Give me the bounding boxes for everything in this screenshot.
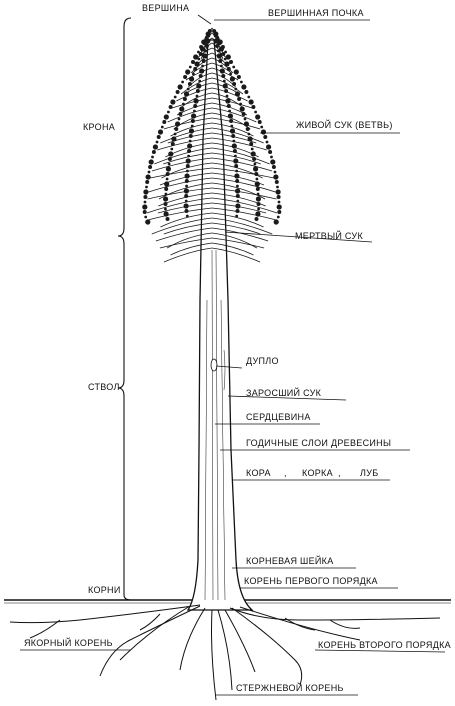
label-roots: КОРНИ (88, 585, 121, 596)
label-bark-b: КОРКА (302, 468, 333, 479)
root-system (10, 605, 440, 700)
label-crown: КРОНА (83, 122, 115, 133)
label-top: ВЕРШИНА (142, 3, 189, 14)
crown-bracket (118, 18, 131, 250)
hollow-mark (211, 359, 217, 371)
label-first-order-root: КОРЕНЬ ПЕРВОГО ПОРЯДКА (244, 576, 378, 587)
label-live-branch: ЖИВОЙ СУК (ВЕТВЬ) (296, 120, 393, 131)
label-anchor-root: ЯКОРНЫЙ КОРЕНЬ (24, 638, 113, 649)
label-growth-rings: ГОДИЧНЫЕ СЛОИ ДРЕВЕСИНЫ (246, 438, 391, 449)
comma-2: , (338, 468, 341, 479)
label-trunk: СТВОЛ (88, 382, 120, 393)
label-top-bud: ВЕРШИННАЯ ПОЧКА (268, 8, 364, 19)
label-bark-a: КОРА (246, 468, 271, 479)
label-root-collar: КОРНЕВАЯ ШЕЙКА (246, 556, 334, 567)
label-bast: ЛУБ (360, 468, 378, 479)
leader-top (198, 15, 211, 24)
label-heartwood: СЕРДЦЕВИНА (246, 412, 311, 423)
label-dead-branch: МЕРТВЫЙ СУК (295, 231, 363, 242)
label-second-order-root: КОРЕНЬ ВТОРОГО ПОРЯДКА (318, 640, 451, 651)
comma-1: , (284, 468, 287, 479)
label-tap-root: СТЕРЖНЕВОЙ КОРЕНЬ (236, 683, 344, 694)
label-overgrown-branch: ЗАРОСШИЙ СУК (246, 388, 321, 399)
trunk-bracket (118, 250, 131, 600)
label-hollow: ДУПЛО (246, 356, 279, 367)
